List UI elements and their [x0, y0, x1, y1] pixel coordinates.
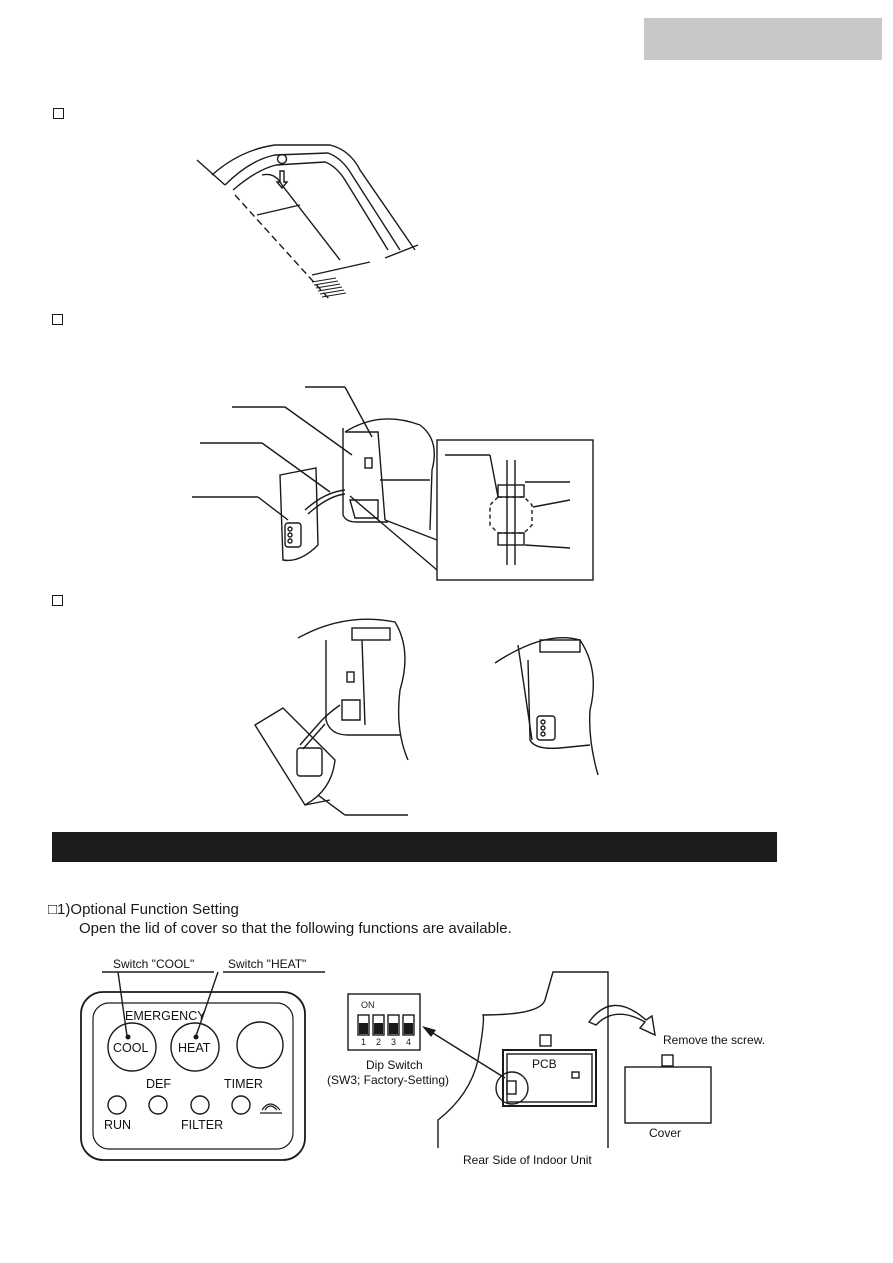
figure2-panel-connector [192, 386, 594, 581]
remove-screw-label: Remove the screw. [663, 1033, 766, 1047]
fan-icon [260, 1103, 282, 1114]
section-instruction: Open the lid of cover so that the follow… [79, 920, 512, 937]
pcb-label: PCB [532, 1057, 557, 1071]
cover-label: Cover [649, 1126, 682, 1140]
switch-cool-label: Switch "COOL" [113, 957, 195, 971]
filter-label: FILTER [181, 1118, 224, 1132]
section-banner [52, 832, 777, 862]
def-label: DEF [146, 1077, 171, 1091]
step1-checkbox [53, 108, 64, 119]
dip-switch-title: Dip Switch [366, 1058, 423, 1072]
dip-number-1: 1 [361, 1037, 367, 1047]
emergency-label: EMERGENCY [125, 1009, 206, 1023]
indoor-unit-rear [437, 971, 712, 1148]
dip-switch-subtitle: (SW3; Factory-Setting) [327, 1073, 450, 1087]
cool-button-label: COOL [113, 1041, 149, 1055]
control-panel-drawing [80, 971, 325, 1161]
run-label: RUN [104, 1118, 132, 1132]
header-tab [644, 18, 882, 60]
step2-checkbox [52, 314, 63, 325]
section-heading: □1)Optional Function Setting [48, 901, 239, 918]
switch-handles [125, 1023, 413, 1040]
switch-heat-label: Switch "HEAT" [228, 957, 307, 971]
dip-number-3: 3 [391, 1037, 397, 1047]
step3-checkbox [52, 595, 63, 606]
figure3-assembly [254, 618, 599, 816]
timer-label: TIMER [224, 1077, 263, 1091]
dip-pointer-arrow [422, 1026, 506, 1079]
dip-switch-drawing [347, 993, 421, 1051]
heat-button-label: HEAT [178, 1041, 211, 1055]
figure1-unit-corner [196, 144, 419, 301]
dip-number-2: 2 [376, 1037, 382, 1047]
remove-screw-arrow [587, 1004, 656, 1037]
dip-on-label: ON [361, 1000, 375, 1010]
rear-side-label: Rear Side of Indoor Unit [463, 1153, 592, 1167]
dip-number-4: 4 [406, 1037, 412, 1047]
